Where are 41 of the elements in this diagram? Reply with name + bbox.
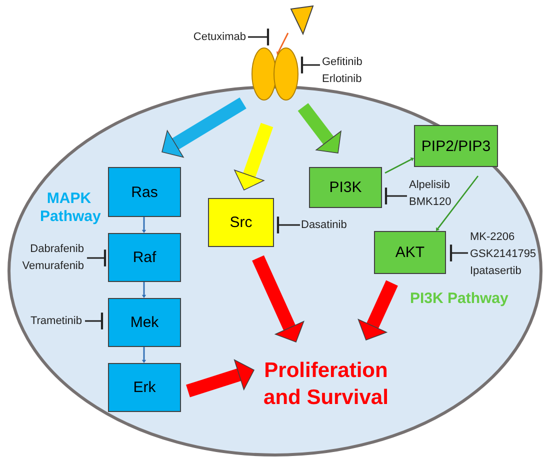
drug-name: Dasatinib: [301, 217, 357, 234]
drug-name: Cetuximab: [188, 29, 246, 45]
protein-box: Ras: [108, 167, 181, 217]
arrow: [384, 158, 414, 174]
pathway-label: PI3K Pathway: [410, 290, 510, 308]
block-arrow: [358, 280, 398, 340]
protein-box: Raf: [108, 233, 181, 282]
drug-name: MK-2206: [470, 230, 516, 245]
block-arrow: [252, 255, 304, 342]
drug-name: GSK2141795: [470, 247, 538, 262]
protein-box: Erk: [108, 363, 181, 412]
drug-name: Gefitinib: [322, 55, 364, 70]
drug-name: Dabrafenib: [29, 242, 84, 257]
drug-name: Erlotinib: [322, 72, 363, 87]
arrow: [436, 176, 479, 231]
drug-name: Vemurafenib: [21, 259, 84, 274]
inhibition-line: [87, 248, 106, 268]
drug-name: Ipatasertib: [470, 264, 522, 279]
inhibition-line: [384, 186, 407, 206]
outcome-label: Proliferation and Survival: [258, 340, 394, 428]
protein-box: Mek: [108, 298, 181, 347]
drug-name: BMK120: [409, 195, 452, 210]
cell-ellipse: [7, 85, 543, 457]
inhibition-line: [276, 216, 300, 234]
inhibition-line: [450, 244, 468, 262]
protein-box: PIP2/PIP3: [414, 125, 498, 167]
arrow: [276, 32, 289, 55]
block-arrow: [186, 359, 254, 398]
inhibition-line: [300, 56, 320, 74]
inhibition-line: [248, 28, 270, 46]
drug-name: Alpelisib: [409, 178, 451, 193]
arrow: [142, 282, 146, 298]
ligand-triangle: [290, 5, 314, 35]
arrow: [142, 347, 146, 363]
inhibition-line: [85, 312, 104, 330]
protein-box: Src: [208, 198, 274, 247]
arrow: [142, 217, 146, 233]
protein-box: PI3K: [309, 167, 382, 208]
receptor-drawing: [250, 46, 300, 102]
protein-box: AKT: [374, 231, 446, 274]
drug-name: Trametinib: [18, 313, 82, 330]
